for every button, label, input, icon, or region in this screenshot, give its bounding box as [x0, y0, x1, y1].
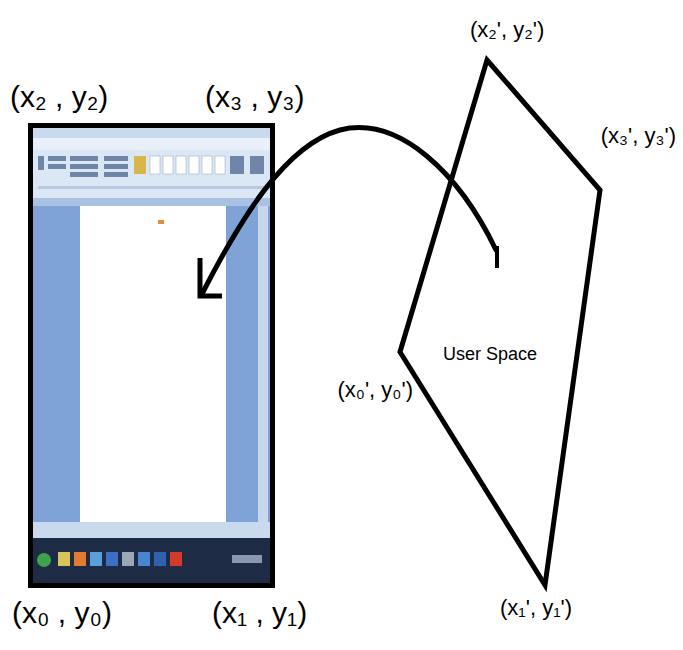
drawing-part [48, 164, 66, 169]
coordinate-label: (x₃', y₃') [599, 124, 678, 148]
drawing-part [150, 156, 160, 174]
drawing-part [170, 552, 182, 566]
region-outline-svg [400, 60, 600, 585]
scroll-bar [258, 206, 268, 522]
drawing-part [38, 186, 264, 189]
coordinate-label: (x₁ , y₁) [210, 596, 309, 629]
mapping-curve [203, 128, 496, 292]
drawing-part [70, 164, 98, 169]
drawing-part [104, 164, 128, 169]
drawing-part [134, 156, 146, 174]
drawing-part [154, 552, 166, 566]
coordinate-label: (x₂', y₂') [468, 18, 546, 42]
text-holder: User Space [443, 344, 643, 365]
ribbon [33, 150, 270, 198]
drawing-part [48, 156, 66, 161]
drawing-part [90, 552, 102, 566]
coordinate-label: (x₀', y₀') [335, 378, 415, 402]
drawing-part [37, 553, 51, 567]
coordinate-label: (x₂ , y₂) [8, 80, 110, 113]
drawing-part [70, 156, 98, 161]
user-space-region: User Space [400, 60, 600, 585]
drawing-part [58, 552, 70, 566]
region-label: User Space [443, 344, 643, 365]
ruler [33, 198, 270, 206]
arrow-head [200, 258, 222, 296]
ribbon-icons [38, 156, 264, 189]
drawing-part [202, 156, 212, 174]
coordinate-label: (x₀ , y₀) [10, 596, 114, 629]
screenshot [33, 128, 270, 583]
menu-bar [33, 138, 270, 150]
drawing-part [138, 552, 150, 566]
mapping-arrow [200, 128, 497, 296]
drawing-part [250, 156, 264, 174]
cursor-tick [495, 246, 499, 268]
coordinate-label: (x₃ , y₃) [203, 80, 306, 113]
drawing-part [232, 555, 262, 563]
drawing-part [189, 156, 199, 174]
drawing-part [230, 156, 244, 174]
drawing-part [38, 156, 44, 170]
taskbar [33, 538, 270, 583]
title-bar [33, 128, 270, 138]
coordinate-label: (x₁', y₁') [498, 596, 574, 620]
status-bar [33, 522, 270, 538]
desktop-ground [33, 128, 270, 583]
drawing-part [215, 156, 225, 174]
drawing-part [122, 552, 134, 566]
taskbar-icons [37, 552, 262, 567]
document-page [80, 206, 226, 522]
drawing-part [163, 156, 173, 174]
monitor-frame [31, 126, 273, 586]
drawing-part [176, 156, 186, 174]
drawing-part [104, 172, 128, 177]
drawing-part [70, 172, 98, 177]
drawing-part [104, 156, 128, 161]
drawing-part [74, 552, 86, 566]
cursor-mark [158, 220, 164, 224]
drawing-part [106, 552, 118, 566]
region-outline [400, 60, 600, 585]
